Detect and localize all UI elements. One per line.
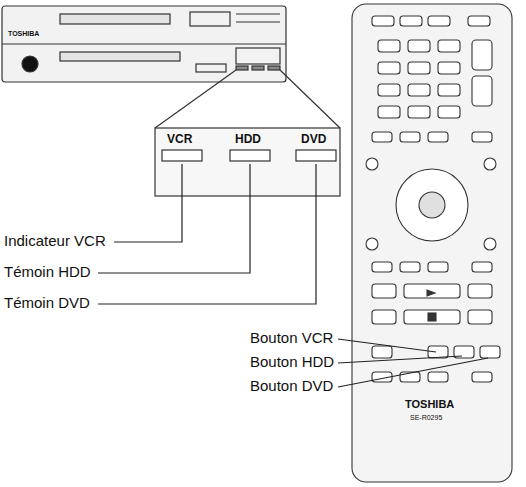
- panel-label: HDD: [235, 133, 261, 146]
- zoom-callout: [155, 70, 340, 196]
- callout-label: Témoin DVD: [4, 295, 90, 312]
- leader-lines: [338, 339, 488, 387]
- callout-label: Bouton DVD: [250, 378, 333, 395]
- recorder-drawing: [2, 6, 286, 82]
- brand-mark: TOSHIBA: [405, 398, 454, 410]
- callout-label: Bouton VCR: [250, 330, 333, 347]
- brand-mark: TOSHIBA: [8, 30, 39, 38]
- panel-label: DVD: [301, 133, 326, 146]
- callout-label: Indicateur VCR: [4, 233, 106, 250]
- callout-label: Bouton HDD: [250, 354, 334, 371]
- panel-label: VCR: [167, 133, 192, 146]
- remote-drawing: [352, 4, 512, 482]
- leader-lines: [98, 164, 316, 304]
- model-number: SE-R0295: [410, 414, 442, 422]
- callout-label: Témoin HDD: [4, 264, 91, 281]
